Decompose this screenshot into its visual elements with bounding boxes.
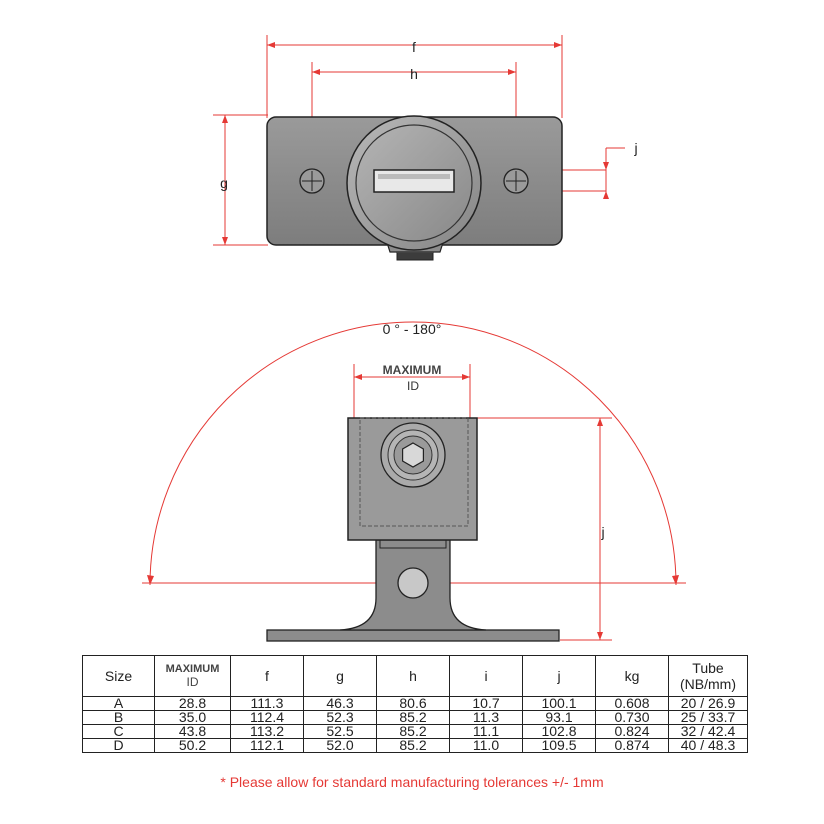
cell-kg: 0.824 <box>595 724 669 739</box>
hex-set-screw <box>380 422 446 488</box>
mounting-hole-left <box>299 168 325 194</box>
header-f: f <box>230 655 304 697</box>
table-row: B 35.0 112.4 52.3 85.2 11.3 93.1 0.730 2… <box>82 710 748 725</box>
cell-j: 93.1 <box>522 710 596 725</box>
side-view: 0 ° - 180° MAXIMUM ID j <box>142 321 686 642</box>
cell-j: 100.1 <box>522 696 596 711</box>
header-size: Size <box>82 655 155 697</box>
base-plate-side-view <box>266 629 560 642</box>
top-arrowheads <box>222 42 609 245</box>
cell-kg: 0.874 <box>595 738 669 753</box>
label-g: g <box>220 175 228 191</box>
label-angle: 0 ° - 180° <box>383 321 442 337</box>
cell-i: 11.0 <box>449 738 523 753</box>
cell-h: 85.2 <box>376 738 450 753</box>
pivot-pin <box>397 567 429 599</box>
label-j-side: j <box>600 524 604 540</box>
cell-max-id: 28.8 <box>154 696 231 711</box>
slot <box>373 169 455 193</box>
mounting-hole-right <box>503 168 529 194</box>
label-id: ID <box>407 379 419 393</box>
max-id-dimension <box>353 364 471 420</box>
table-row: D 50.2 112.1 52.0 85.2 11.0 109.5 0.874 … <box>82 738 748 753</box>
label-j-top: j <box>633 140 637 156</box>
table-row: A 28.8 111.3 46.3 80.6 10.7 100.1 0.608 … <box>82 696 748 711</box>
technical-drawing: f h g j <box>142 35 686 642</box>
specification-table: Size MAXIMUM ID f g h i j kg Tube (NB/mm… <box>82 655 748 753</box>
header-max-id-top: MAXIMUM <box>165 663 220 675</box>
cell-max-id: 35.0 <box>154 710 231 725</box>
label-maximum: MAXIMUM <box>383 363 442 377</box>
header-tube-bottom: (NB/mm) <box>680 676 736 692</box>
cell-f: 112.4 <box>230 710 304 725</box>
table-header-row: Size MAXIMUM ID f g h i j kg Tube (NB/mm… <box>82 655 748 697</box>
cell-size: D <box>82 738 155 753</box>
cell-g: 52.0 <box>303 738 377 753</box>
cell-j: 109.5 <box>522 738 596 753</box>
tolerance-note: * Please allow for standard manufacturin… <box>220 774 604 790</box>
header-j: j <box>522 655 596 697</box>
rotation-arc <box>149 321 677 586</box>
cell-h: 85.2 <box>376 710 450 725</box>
cell-f: 112.1 <box>230 738 304 753</box>
header-h: h <box>376 655 450 697</box>
cell-g: 52.5 <box>303 724 377 739</box>
cell-tube: 25 / 33.7 <box>668 710 748 725</box>
top-view: f h g j <box>213 35 638 261</box>
cell-max-id: 50.2 <box>154 738 231 753</box>
cell-max-id: 43.8 <box>154 724 231 739</box>
label-f: f <box>412 39 416 55</box>
header-max-id: MAXIMUM ID <box>154 655 231 697</box>
header-kg: kg <box>595 655 669 697</box>
cell-h: 80.6 <box>376 696 450 711</box>
cell-kg: 0.730 <box>595 710 669 725</box>
j-side-dimension <box>470 417 612 641</box>
cell-i: 10.7 <box>449 696 523 711</box>
cell-f: 111.3 <box>230 696 304 711</box>
header-i: i <box>449 655 523 697</box>
header-tube: Tube (NB/mm) <box>668 655 748 697</box>
header-max-id-bottom: ID <box>186 675 199 689</box>
label-h: h <box>410 66 418 82</box>
cell-tube: 40 / 48.3 <box>668 738 748 753</box>
header-g: g <box>303 655 377 697</box>
header-tube-top: Tube <box>692 660 724 676</box>
